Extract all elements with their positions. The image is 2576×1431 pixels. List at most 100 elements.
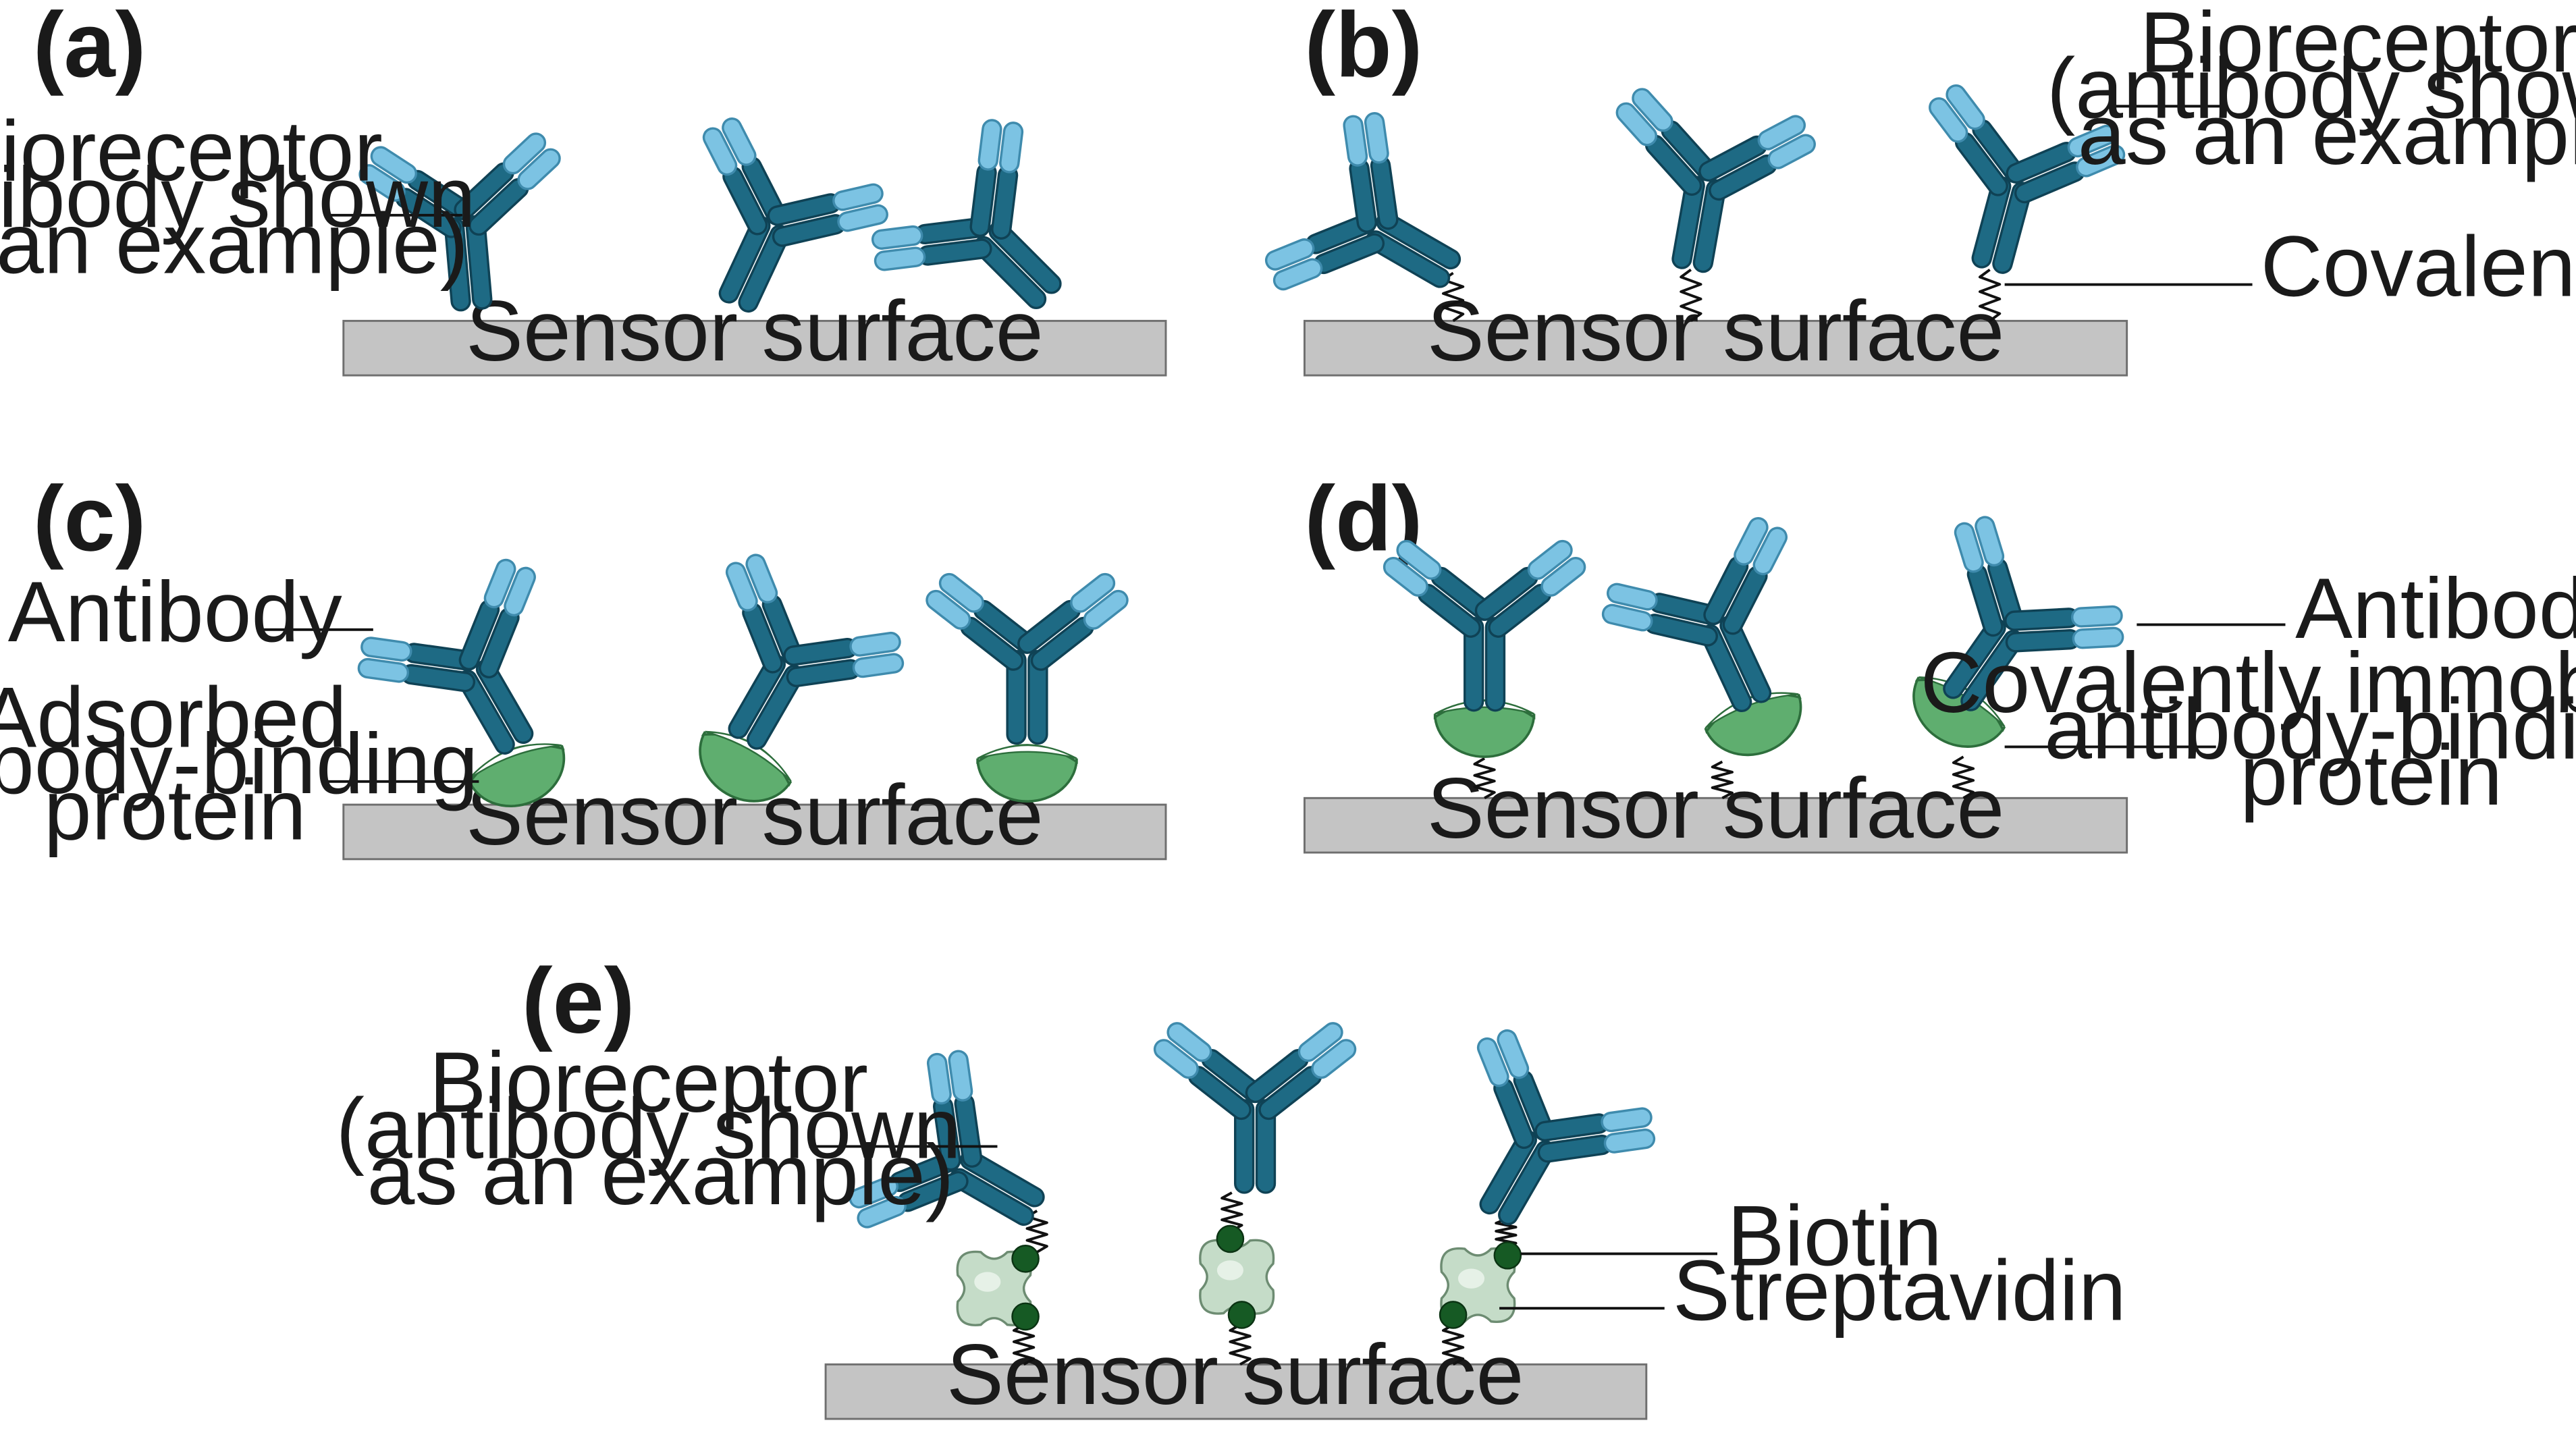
fab-light bbox=[1476, 1029, 1530, 1087]
fab-light bbox=[725, 554, 778, 612]
antibody bbox=[357, 558, 536, 755]
covalent-link bbox=[1220, 1191, 1243, 1232]
covalent-link-label: Covalent link bbox=[2261, 219, 2576, 315]
panel-c-label: (c) bbox=[33, 467, 146, 570]
fab-light bbox=[849, 1176, 907, 1228]
panel-d: (d) Sensor surface Antibody Covalently i… bbox=[1303, 467, 2576, 856]
covalent-link bbox=[1952, 755, 1975, 799]
fab-light bbox=[2070, 605, 2124, 649]
fab-light bbox=[483, 558, 536, 617]
bioreceptor-label: Bioreceptor (antibody shown as an exampl… bbox=[2047, 0, 2576, 182]
biotin bbox=[1011, 1244, 1040, 1273]
fab-heavy bbox=[969, 162, 1019, 240]
antibody bbox=[871, 119, 1062, 310]
panel-e: (e) Sensor surface Bioreceptor (antibody… bbox=[336, 950, 2126, 1422]
antibody bbox=[1929, 84, 2126, 274]
antibody bbox=[1943, 516, 2124, 711]
fab-light bbox=[1153, 1022, 1212, 1079]
antibody bbox=[725, 554, 905, 750]
fab-light bbox=[1757, 115, 1816, 169]
fab-light bbox=[1070, 572, 1129, 630]
fab-light bbox=[502, 132, 561, 190]
fab-heavy bbox=[767, 193, 846, 247]
covalent-link bbox=[1978, 268, 2002, 322]
antibody-binding-protein bbox=[976, 744, 1078, 803]
fc-region bbox=[1006, 649, 1048, 745]
antibody bbox=[1264, 112, 1461, 291]
covalent-protein-label: Covalently immobilized antibody-binding … bbox=[1921, 634, 2576, 823]
sensor-surface bbox=[1303, 319, 2128, 377]
biotin-label: Biotin bbox=[1727, 1188, 1942, 1284]
fab-light bbox=[1297, 1022, 1357, 1079]
panel-b-label: (b) bbox=[1304, 0, 1422, 97]
panel-a-label: (a) bbox=[33, 0, 146, 97]
biotin bbox=[1493, 1241, 1522, 1270]
fab-light bbox=[1527, 539, 1586, 597]
fc-region bbox=[718, 215, 790, 313]
fc-region bbox=[1234, 1099, 1277, 1194]
biotin bbox=[1011, 1302, 1040, 1331]
fab-light bbox=[357, 637, 412, 683]
fc-region bbox=[457, 659, 534, 755]
sensor-surface-label: Sensor surface bbox=[1427, 760, 2004, 856]
fab-light bbox=[1601, 583, 1658, 632]
streptavidin bbox=[1199, 1239, 1275, 1315]
sensor-surface bbox=[342, 319, 1167, 377]
fab-light bbox=[832, 183, 888, 232]
covalent-link bbox=[1711, 760, 1734, 800]
fab-light bbox=[871, 225, 926, 271]
covalent-link bbox=[1229, 1323, 1252, 1366]
fab-light bbox=[1929, 84, 1985, 143]
fab-light bbox=[977, 119, 1024, 173]
fab-light bbox=[1954, 516, 2005, 573]
antibody bbox=[1601, 517, 1788, 713]
fc-region bbox=[1943, 617, 2024, 711]
biotin bbox=[1439, 1301, 1468, 1329]
panel-b: (b) Sensor surface Bioreceptor (antibody… bbox=[1264, 0, 2576, 379]
fab-heavy bbox=[933, 1093, 983, 1171]
fab-light bbox=[925, 572, 984, 630]
fab-heavy bbox=[400, 643, 479, 693]
fab-light bbox=[1734, 517, 1788, 576]
fab-heavy bbox=[783, 637, 861, 688]
fab-heavy bbox=[1703, 556, 1768, 635]
fab-light bbox=[1343, 112, 1389, 167]
fab-light bbox=[1601, 1107, 1656, 1154]
fab-heavy bbox=[1349, 155, 1399, 233]
antibody bbox=[1153, 1022, 1357, 1194]
fab-light bbox=[1264, 238, 1323, 291]
adsorbed-protein-label: Adsorbed antibody-binding protein bbox=[0, 669, 502, 857]
fc-region bbox=[973, 221, 1062, 310]
fab-light bbox=[702, 117, 757, 176]
fab-light bbox=[1383, 539, 1442, 597]
covalent-link bbox=[1680, 268, 1702, 322]
fab-light bbox=[849, 631, 905, 678]
streptavidin-label: Streptavidin bbox=[1673, 1242, 2126, 1338]
antibody bbox=[1383, 539, 1586, 712]
bioreceptor-label: Bioreceptor (antibody shown as an exampl… bbox=[336, 1034, 986, 1222]
sensor-surface bbox=[1303, 796, 2128, 854]
fab-light bbox=[358, 146, 418, 202]
fab-light bbox=[926, 1050, 973, 1105]
covalent-link bbox=[1441, 1323, 1465, 1366]
antibody bbox=[849, 1050, 1045, 1228]
covalent-link bbox=[1012, 1323, 1036, 1366]
fc-region bbox=[1700, 615, 1772, 713]
panel-c: (c) Sensor surface Antibody Adsorbed ant… bbox=[0, 467, 1167, 863]
panel-e-label: (e) bbox=[522, 950, 635, 1053]
antibody-binding-protein bbox=[1433, 699, 1536, 758]
sensor-surface bbox=[824, 1363, 1648, 1420]
fab-heavy bbox=[1534, 1113, 1613, 1163]
biotin bbox=[1216, 1224, 1245, 1253]
antibody bbox=[1615, 88, 1816, 273]
antibody-label: Antibody bbox=[8, 564, 342, 659]
sensor-surface-label: Sensor surface bbox=[1427, 283, 2004, 379]
antibody bbox=[1476, 1029, 1656, 1226]
fab-light bbox=[1615, 88, 1673, 146]
fab-light bbox=[2067, 124, 2126, 178]
antibody bbox=[702, 117, 888, 313]
fc-region bbox=[1671, 175, 1727, 273]
biotin bbox=[1227, 1301, 1256, 1329]
fab-heavy bbox=[2006, 142, 2085, 204]
